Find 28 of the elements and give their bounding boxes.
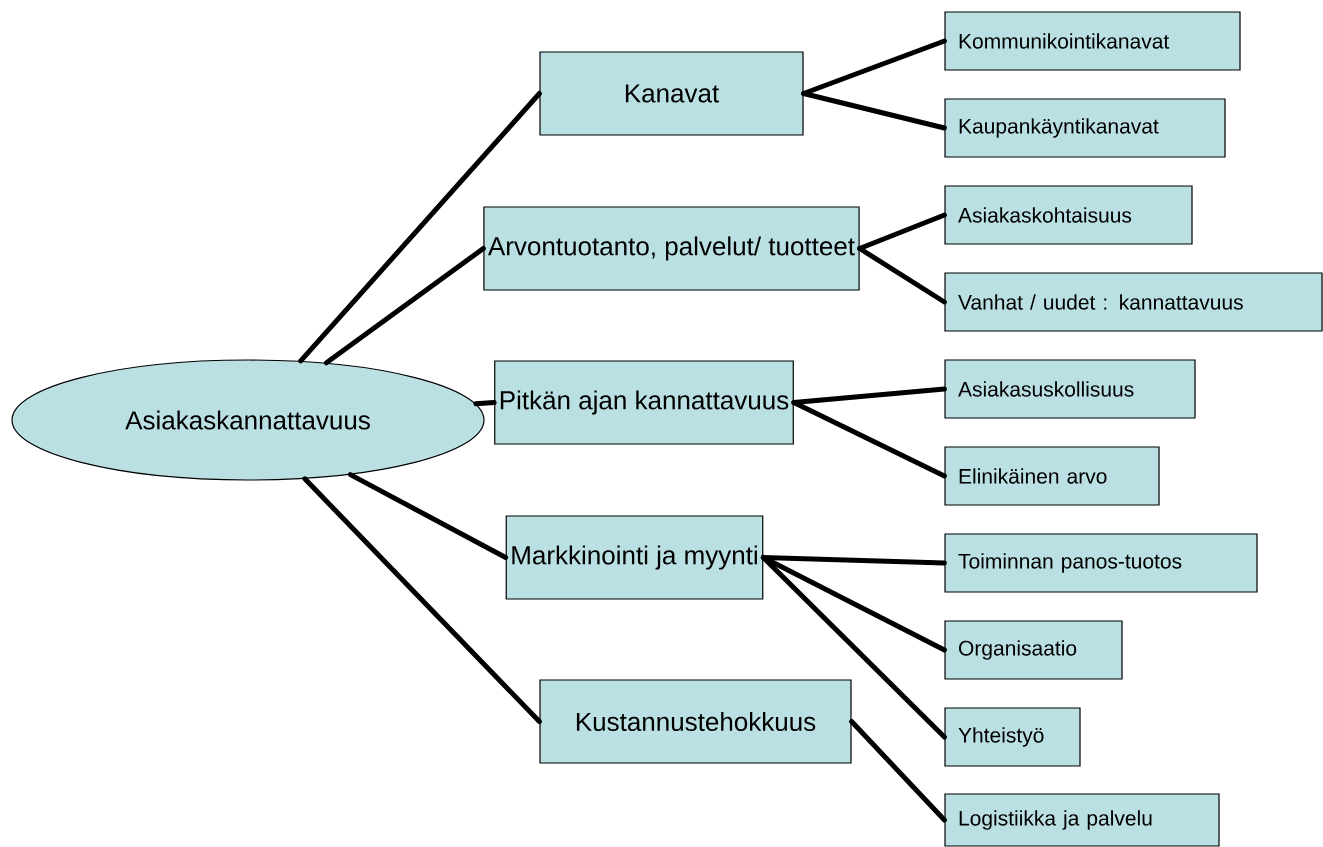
connector-line [801, 38, 947, 96]
subtopic-box: Kaupankäyntikanavat [944, 98, 1226, 158]
category-box: Kustannustehokkuus [539, 679, 852, 764]
subtopic-box: Yhteistyö [944, 707, 1081, 767]
subtopic-box: Asiakasuskollisuus [944, 359, 1196, 419]
connector-line [801, 91, 947, 131]
category-box: Markkinointi ja myynti [505, 515, 764, 600]
subtopic-box: Vanhat / uudet : kannattavuus [944, 272, 1323, 332]
subtopic-box: Organisaatio [944, 620, 1123, 680]
connector-line [760, 555, 947, 740]
connector-line [473, 400, 497, 407]
subtopic-box: Elinikäinen arvo [944, 446, 1160, 506]
connector-line [347, 472, 509, 560]
connector-line [857, 246, 947, 305]
connector-line [302, 476, 542, 724]
category-box: Pitkän ajan kannattavuus [494, 360, 794, 445]
connector-line [323, 246, 486, 366]
subtopic-box: Asiakaskohtaisuus [944, 185, 1193, 245]
connector-line [857, 212, 947, 251]
connector-line [298, 91, 542, 364]
category-box: Kanavat [539, 51, 804, 136]
connector-line [791, 400, 947, 479]
connector-line [849, 719, 947, 823]
subtopic-box: Kommunikointikanavat [944, 11, 1241, 71]
connector-line [791, 386, 947, 405]
subtopic-box: Toiminnan panos-tuotos [944, 533, 1258, 593]
category-box: Arvontuotanto, palvelut/ tuotteet [483, 206, 860, 291]
subtopic-box: Logistiikka ja palvelu [944, 793, 1220, 847]
